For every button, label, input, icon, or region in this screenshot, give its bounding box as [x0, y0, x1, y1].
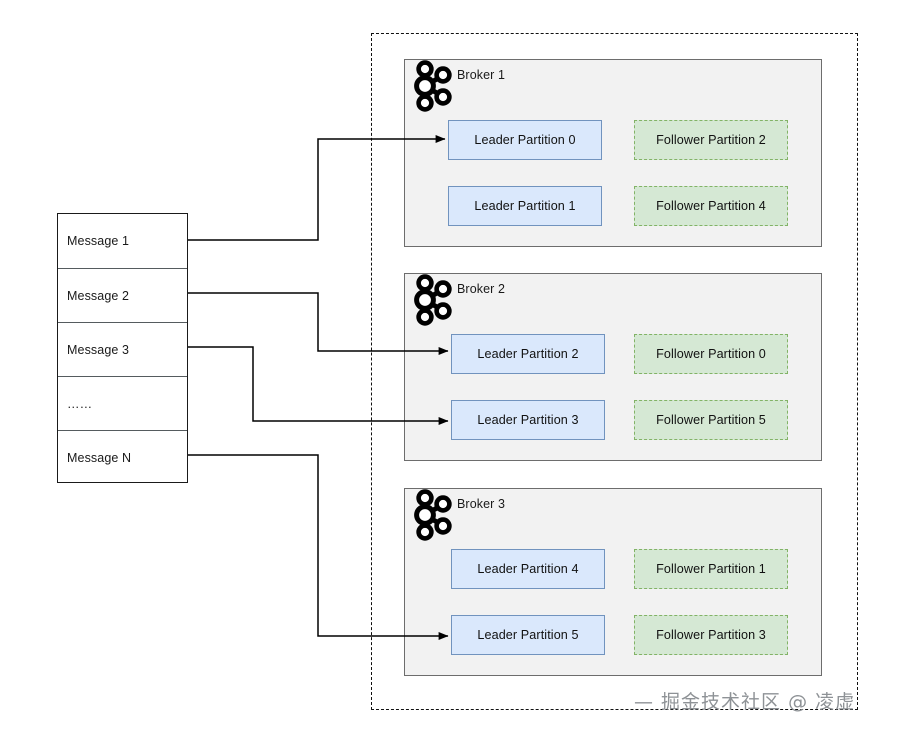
partition-leader[interactable]: Leader Partition 0 — [448, 120, 602, 160]
partition-follower[interactable]: Follower Partition 3 — [634, 615, 788, 655]
message-row: …… — [58, 376, 187, 430]
partition-follower[interactable]: Follower Partition 5 — [634, 400, 788, 440]
partition-leader[interactable]: Leader Partition 3 — [451, 400, 605, 440]
message-row: Message 2 — [58, 268, 187, 322]
message-queue: Message 1 Message 2 Message 3 …… Message… — [57, 213, 188, 483]
broker-panel-2: Broker 2 Leader Partition 2 Follower Par… — [404, 273, 822, 461]
broker-title: Broker 1 — [457, 68, 506, 82]
broker-panel-3: Broker 3 Leader Partition 4 Follower Par… — [404, 488, 822, 676]
message-row: Message 1 — [67, 234, 130, 248]
broker-title: Broker 3 — [457, 497, 506, 511]
kafka-logo-icon — [414, 60, 452, 112]
broker-title: Broker 2 — [457, 282, 506, 296]
kafka-logo-icon — [414, 274, 452, 326]
partition-follower[interactable]: Follower Partition 0 — [634, 334, 788, 374]
message-row: Message 3 — [58, 322, 187, 376]
partition-leader[interactable]: Leader Partition 2 — [451, 334, 605, 374]
message-row: Message N — [58, 430, 187, 484]
partition-leader[interactable]: Leader Partition 4 — [451, 549, 605, 589]
broker-panel-1: Broker 1 Leader Partition 0 Follower Par… — [404, 59, 822, 247]
partition-follower[interactable]: Follower Partition 1 — [634, 549, 788, 589]
partition-follower[interactable]: Follower Partition 2 — [634, 120, 788, 160]
partition-leader[interactable]: Leader Partition 5 — [451, 615, 605, 655]
partition-leader[interactable]: Leader Partition 1 — [448, 186, 602, 226]
partition-follower[interactable]: Follower Partition 4 — [634, 186, 788, 226]
kafka-logo-icon — [414, 489, 452, 541]
watermark-text: — 掘金技术社区 @ 凌虚 — [634, 691, 856, 713]
